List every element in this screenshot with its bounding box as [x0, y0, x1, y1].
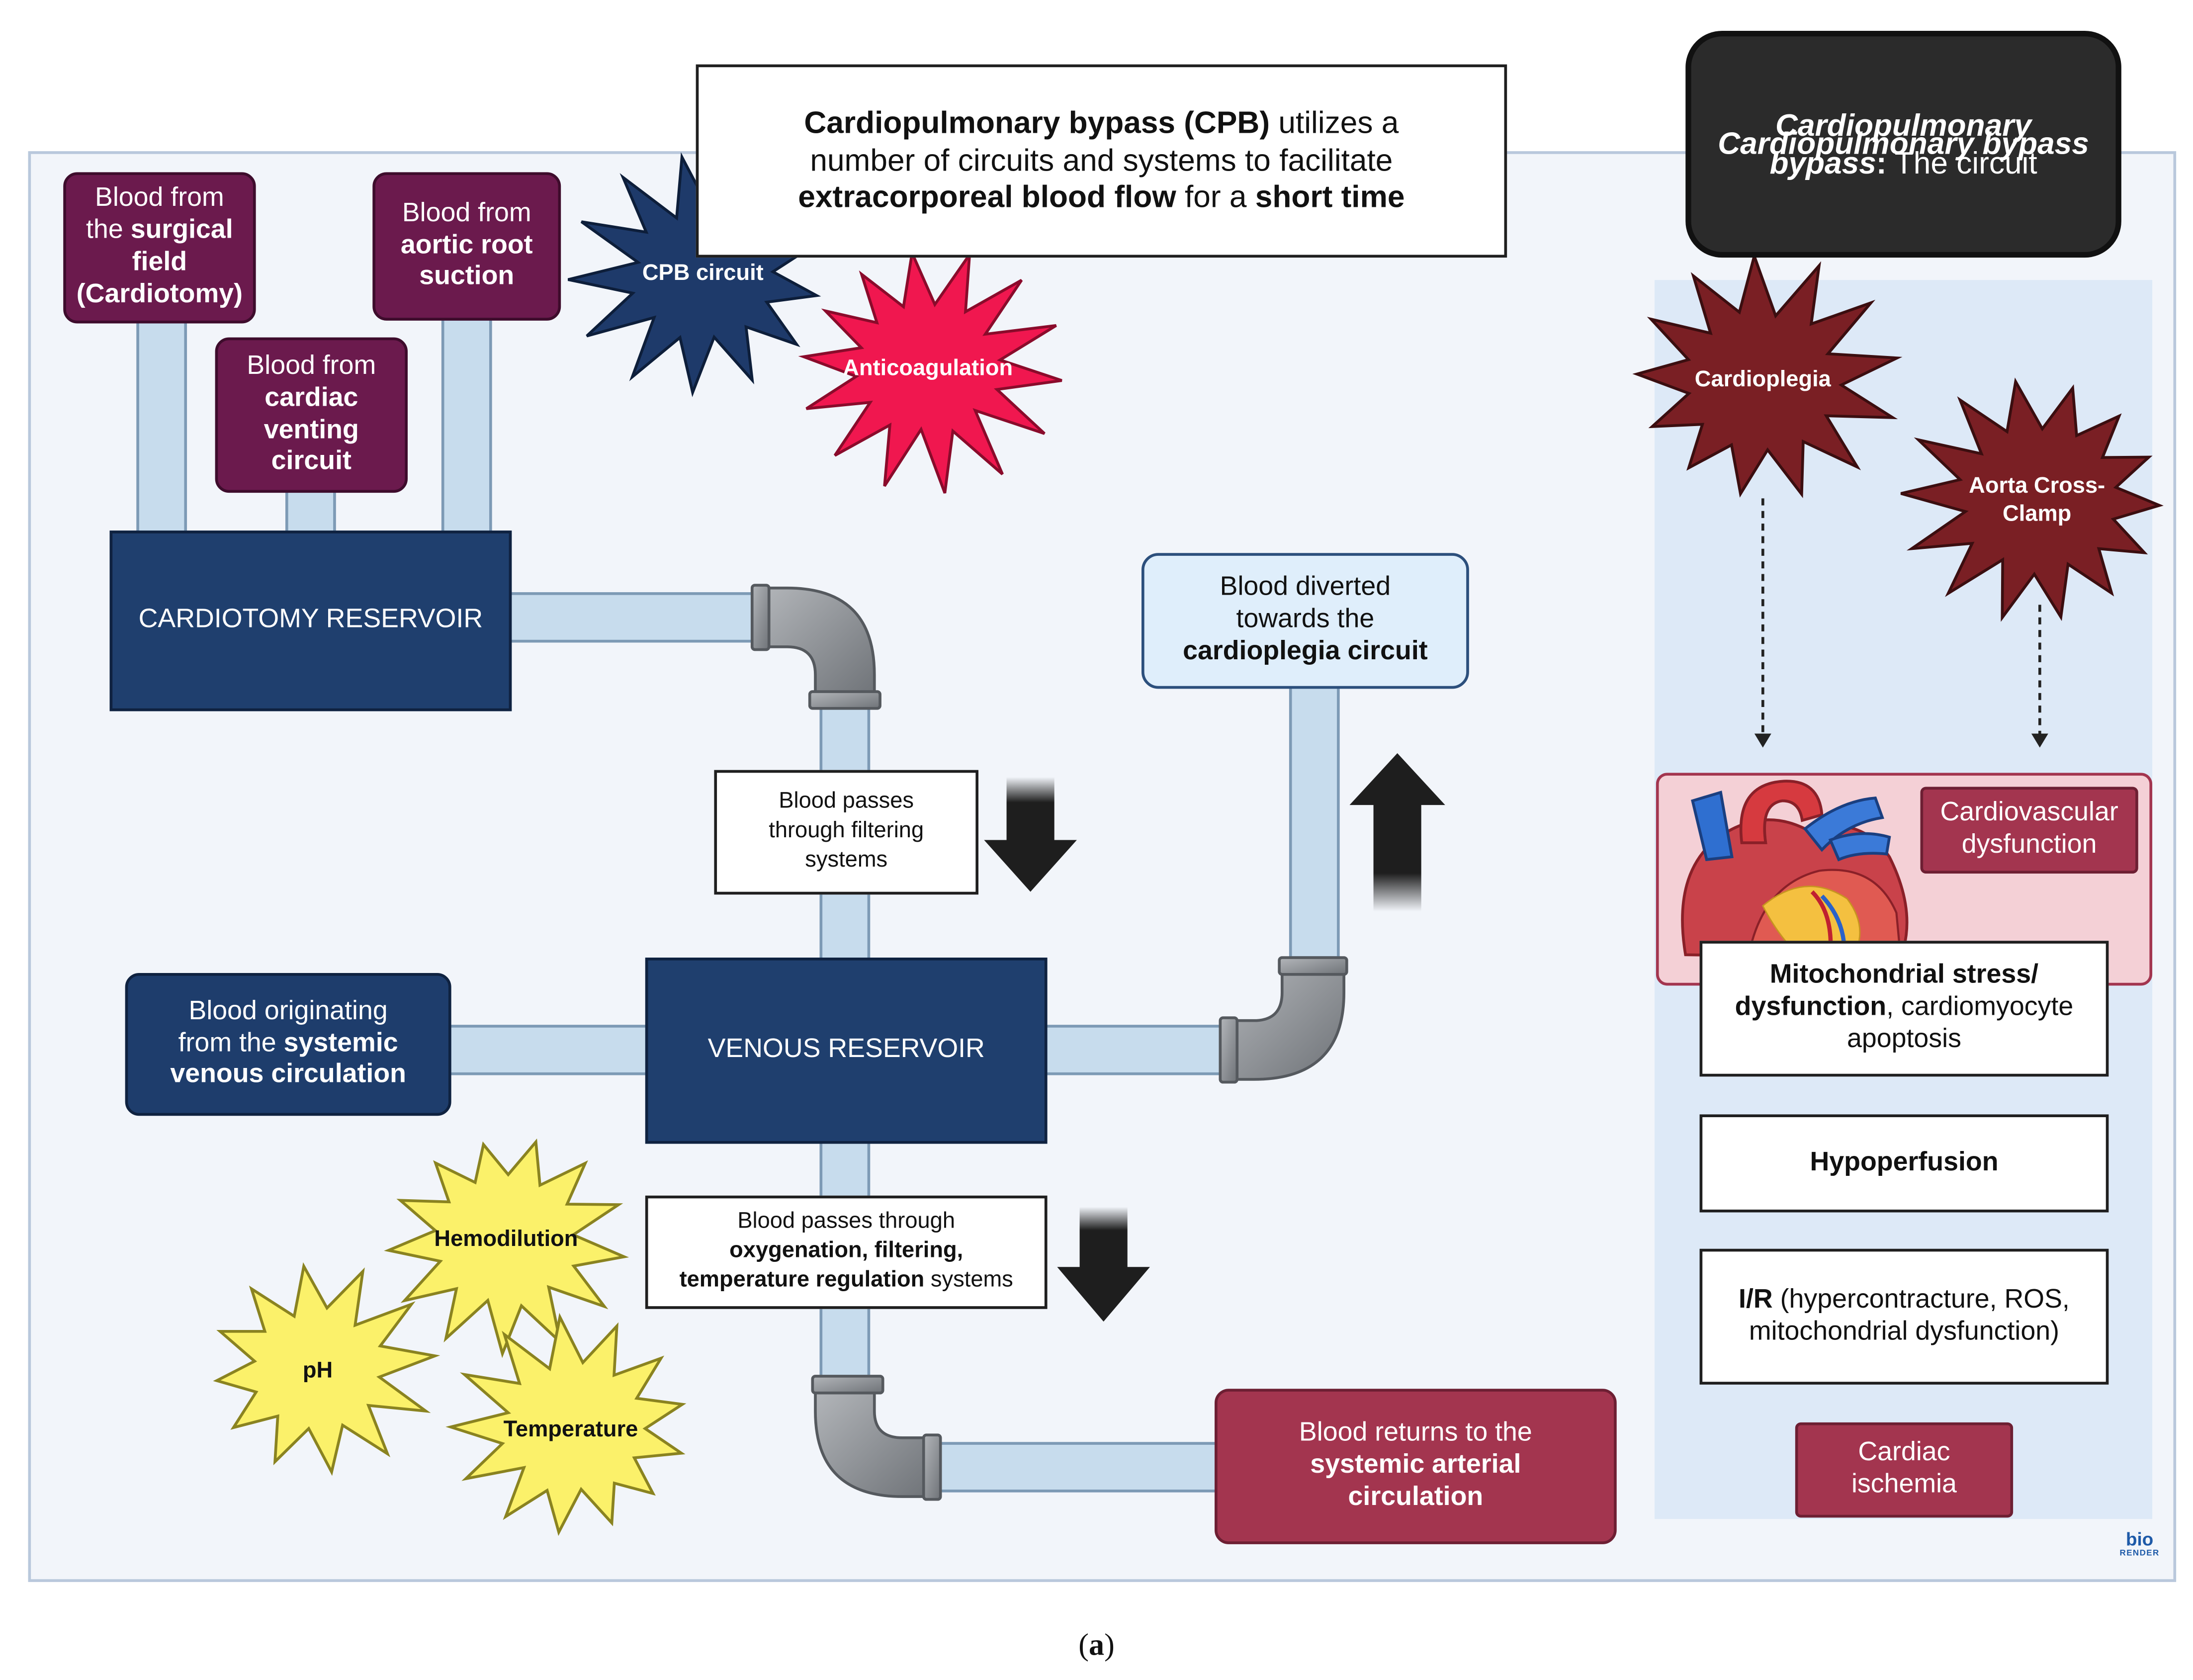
circuit-title-text: Cardiopulmonary bypass: The circuit — [1769, 107, 2037, 181]
cv-dysfunction-box: Cardiovascular dysfunction — [1920, 787, 2138, 874]
flow-arrow-down-2 — [1057, 1207, 1150, 1322]
star-aorta-clamp — [1900, 377, 2164, 622]
flow-arrow-up — [1349, 753, 1445, 912]
star-label-aorta-clamp: Aorta Cross-Clamp — [1969, 474, 2105, 527]
mitochondrial-box: Mitochondrial stress/ dysfunction, cardi… — [1699, 941, 2109, 1077]
oxygenation-note: Blood passes through oxygenation, filter… — [645, 1195, 1048, 1309]
cardiac-ischemia-box: Cardiac ischemia — [1795, 1422, 2014, 1518]
star-label-temperature: Temperature — [503, 1418, 638, 1443]
star-label-ph: pH — [302, 1360, 333, 1384]
star-ph — [213, 1262, 440, 1476]
star-label-hemodilution: Hemodilution — [434, 1228, 578, 1252]
pipe-cardiac-venting — [285, 486, 336, 533]
systemic-arterial-return: Blood returns to the systemic arterial c… — [1215, 1389, 1617, 1544]
star-label-anticoagulation: Anticoagulation — [843, 357, 1013, 382]
flow-arrow-down-1 — [984, 777, 1077, 892]
circuit-title-box: Cardiopulmonary bypass — [1685, 30, 2121, 258]
elbow-2 — [1224, 965, 1346, 1081]
heart-illustration — [1681, 780, 1909, 959]
star-hemodilution — [384, 1138, 629, 1358]
elbow-1 — [758, 586, 876, 699]
star-label-cpb-circuit: CPB circuit — [642, 262, 764, 286]
source-cardiac-venting: Blood from cardiac venting circuit — [215, 337, 408, 493]
star-cardioplegia — [1632, 251, 1903, 499]
pipe-cardiotomy-out — [507, 592, 761, 643]
source-aortic-root: Blood from aortic root suction — [372, 172, 561, 321]
cardiotomy-reservoir: CARDIOTOMY RESERVOIR — [109, 531, 512, 711]
star-label-cardioplegia: Cardioplegia — [1694, 368, 1831, 393]
venous-reservoir: VENOUS RESERVOIR — [645, 958, 1048, 1144]
systemic-venous-source: Blood originating from the systemic veno… — [125, 973, 451, 1116]
elbow-3 — [814, 1387, 932, 1498]
diverted-cardioplegia-box: Blood diverted towards the cardioplegia … — [1141, 553, 1469, 689]
figure-caption: (a) — [1078, 1626, 1115, 1662]
hypoperfusion-box: Hypoperfusion — [1699, 1114, 2109, 1213]
star-anticoagulation — [798, 248, 1062, 494]
pipe-up-cardioplegia — [1289, 682, 1340, 959]
filter-note: Blood passes through filtering systems — [714, 770, 979, 895]
star-temperature — [445, 1313, 687, 1536]
ir-box: I/R (hypercontracture, ROS, mitochondria… — [1699, 1248, 2109, 1385]
source-surgical-field: Blood from the surgical field (Cardiotom… — [63, 172, 256, 324]
title-box: Cardiopulmonary bypass (CPB) utilizes a … — [696, 64, 1507, 258]
